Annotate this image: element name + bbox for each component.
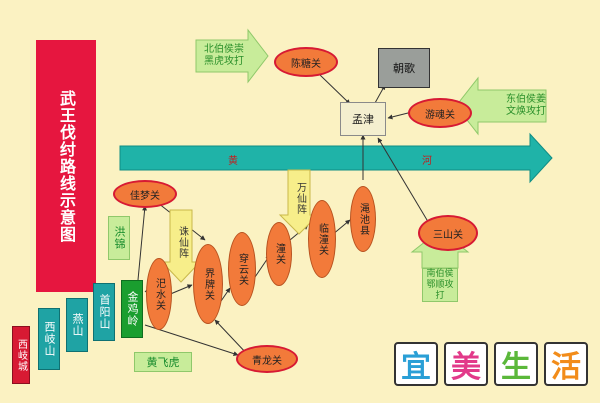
- route-node-mengjin: 孟津: [340, 102, 386, 136]
- route-node-lintongguan: 临潼关: [308, 200, 336, 278]
- side-node-sanshanguan: 三山关: [418, 215, 478, 251]
- route-node-sishuiguan: 汜水关: [146, 258, 172, 330]
- route-node-tongguan: 潼关: [266, 222, 292, 286]
- logo-char: 美: [444, 342, 488, 386]
- general-huangfeihu: 黄飞虎: [134, 352, 192, 372]
- route-node-chaoge: 朝歌: [378, 48, 430, 88]
- formation-wanxianzhen: 万仙阵: [294, 181, 306, 215]
- logo-char: 生: [494, 342, 538, 386]
- river-label-left: 黄: [228, 156, 238, 167]
- route-node-shouyangshan: 首阳山: [93, 283, 115, 341]
- logo: 宜 美 生 活: [394, 342, 590, 390]
- side-node-jiamengguan: 佳梦关: [113, 180, 177, 208]
- logo-char: 活: [544, 342, 588, 386]
- route-node-xiqicheng: 西岐城: [12, 326, 30, 384]
- zhuxian-arrow: [160, 209, 202, 283]
- connector: [377, 137, 431, 226]
- route-node-mianchixian: 渑池县: [350, 186, 376, 252]
- attack-south-label: 南伯侯鄂顺攻打: [422, 268, 458, 302]
- route-node-jinjiling: 金鸡岭: [121, 280, 143, 338]
- connector: [167, 284, 193, 296]
- yellow-river-arrow: [119, 132, 553, 184]
- connector: [137, 205, 148, 281]
- route-node-jiepaiguan: 界牌关: [193, 244, 223, 324]
- logo-char: 宜: [394, 342, 438, 386]
- diagram-title: 武王伐纣路线示意图: [36, 40, 96, 292]
- side-node-qinglongguan: 青龙关: [236, 345, 298, 373]
- connector: [374, 84, 386, 104]
- connector: [144, 324, 239, 356]
- route-node-chuanyunguan: 穿云关: [228, 232, 256, 306]
- river-label-right: 河: [422, 156, 432, 167]
- north-attack-arrow: [195, 28, 269, 84]
- connector: [319, 74, 351, 105]
- attack-north-label: 北伯侯崇黑虎攻打: [204, 44, 244, 67]
- route-node-xiqishan: 西岐山: [38, 308, 60, 370]
- general-honghu: 洪锦: [108, 216, 130, 260]
- side-node-youhunguan: 游魂关: [408, 98, 472, 128]
- route-node-yanshan: 燕山: [66, 298, 88, 352]
- side-node-chentangguan: 陈糖关: [274, 47, 338, 77]
- attack-east-label: 东伯侯姜文焕攻打: [506, 94, 546, 117]
- formation-zhuxianzhen: 诛仙阵: [176, 225, 188, 259]
